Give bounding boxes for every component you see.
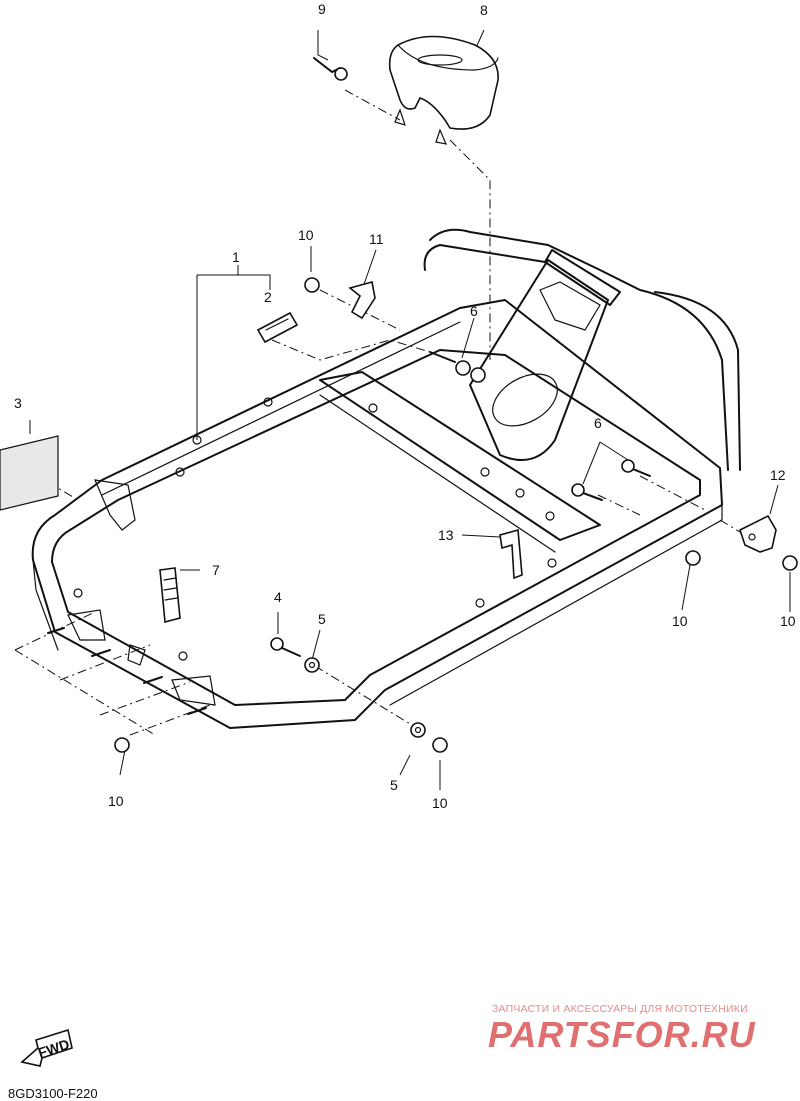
clip bbox=[348, 280, 376, 320]
callout-12: 12 bbox=[770, 467, 786, 483]
watermark-tagline: ЗАПЧАСТИ И АКСЕССУАРЫ ДЛЯ МОТОТЕХНИКИ bbox=[492, 1003, 748, 1015]
label-sticker bbox=[0, 435, 59, 511]
callout-5: 5 bbox=[318, 611, 326, 627]
fwd-arrow: FWD bbox=[20, 1028, 73, 1067]
callout-6: 6 bbox=[594, 415, 602, 431]
clamp bbox=[739, 514, 777, 553]
diagram-code: 8GD3100-F220 bbox=[8, 1086, 98, 1101]
callout-6: 6 bbox=[470, 303, 478, 319]
callout-9: 9 bbox=[318, 1, 326, 17]
watermark-brand: PARTSFOR.RU bbox=[488, 1014, 756, 1055]
bracket bbox=[159, 567, 181, 624]
callout-10: 10 bbox=[780, 613, 796, 629]
nuts bbox=[114, 277, 798, 753]
callout-10: 10 bbox=[298, 227, 314, 243]
front-studs bbox=[47, 627, 207, 715]
callout-2: 2 bbox=[264, 289, 272, 305]
callout-13: 13 bbox=[438, 527, 454, 543]
callout-7: 7 bbox=[212, 562, 220, 578]
callout-3: 3 bbox=[14, 395, 22, 411]
leader-lines bbox=[14, 29, 791, 790]
callout-10: 10 bbox=[108, 793, 124, 809]
callout-4: 4 bbox=[274, 589, 282, 605]
main-frame bbox=[31, 228, 741, 729]
harness-bracket bbox=[499, 528, 523, 580]
callout-numbers: 9 8 10 11 1 2 6 3 6 12 13 7 4 5 10 10 5 … bbox=[14, 1, 796, 811]
callout-11: 11 bbox=[369, 231, 384, 247]
callout-10: 10 bbox=[432, 795, 448, 811]
callout-10: 10 bbox=[672, 613, 688, 629]
callout-1: 1 bbox=[232, 249, 240, 265]
bolts bbox=[270, 351, 651, 657]
pin bbox=[313, 57, 348, 81]
plate bbox=[256, 311, 299, 344]
callout-5: 5 bbox=[390, 777, 398, 793]
washers bbox=[304, 657, 426, 738]
seat-cushion bbox=[388, 35, 499, 145]
callout-8: 8 bbox=[480, 2, 488, 18]
